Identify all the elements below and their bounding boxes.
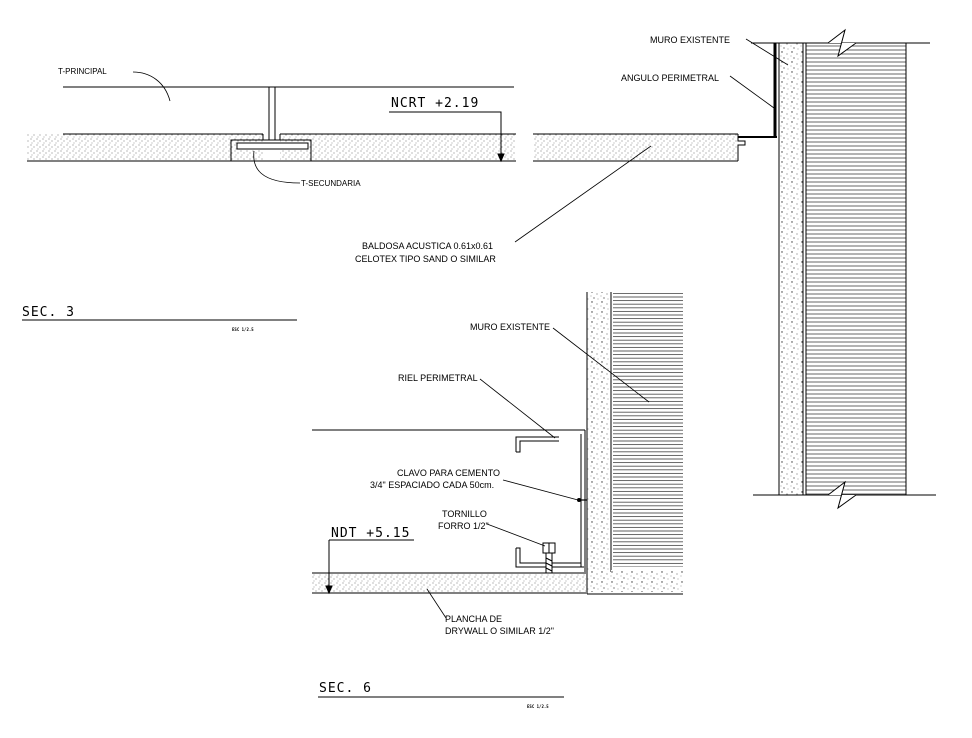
sec6-muro-concrete [587, 292, 611, 592]
t-secundaria-label: T-SECUNDARIA [301, 179, 361, 188]
t-principal-label: T-PRINCIPAL [58, 67, 107, 76]
clavo-label-line1: CLAVO PARA CEMENTO [397, 468, 500, 478]
riel-perimetral-label: RIEL PERIMETRAL [398, 373, 478, 383]
angulo-muro-existente-label: MURO EXISTENTE [650, 35, 730, 45]
sec3-title: SEC. 3 [22, 305, 75, 320]
sec6-scale: ESC 1/2.5 [527, 704, 549, 709]
sec6-muro-hatch [613, 293, 683, 567]
clavo-label-line2: 3/4" ESPACIADO CADA 50cm. [370, 480, 494, 490]
sec3-tile-left [27, 134, 263, 161]
sec3-detail [22, 71, 516, 321]
sec6-slab [611, 570, 683, 592]
sec6-detail [312, 292, 683, 698]
sec6-muro-existente-label: MURO EXISTENTE [470, 322, 550, 332]
tornillo-label-line2: FORRO 1/2" [438, 521, 489, 531]
t-secundaria-flange [236, 142, 309, 150]
sec6-title: SEC. 6 [319, 681, 372, 696]
drywall-plate [312, 573, 586, 593]
baldosa-label-line2: CELOTEX TIPO SAND O SIMILAR [355, 254, 496, 264]
t-principal-web [268, 86, 276, 141]
plancha-label-line2: DRYWALL O SIMILAR 1/2" [445, 626, 554, 636]
muro-existente-hatch-top [806, 43, 906, 495]
baldosa-label-line1: BALDOSA ACUSTICA 0.61x0.61 [362, 241, 493, 251]
tornillo-label-line1: TORNILLO [442, 509, 487, 519]
sec3-level-label: NCRT +2.19 [391, 96, 479, 111]
muro-existente-concrete-top [779, 43, 803, 495]
plancha-label-line1: PLANCHA DE [445, 614, 502, 624]
sec3-scale: ESC 1/2.5 [232, 327, 254, 332]
angulo-perimetral-label: ANGULO PERIMETRAL [621, 73, 719, 83]
sec3-tile-right [280, 134, 516, 161]
angulo-detail [514, 28, 936, 510]
sec6-level-label: NDT +5.15 [331, 526, 410, 541]
